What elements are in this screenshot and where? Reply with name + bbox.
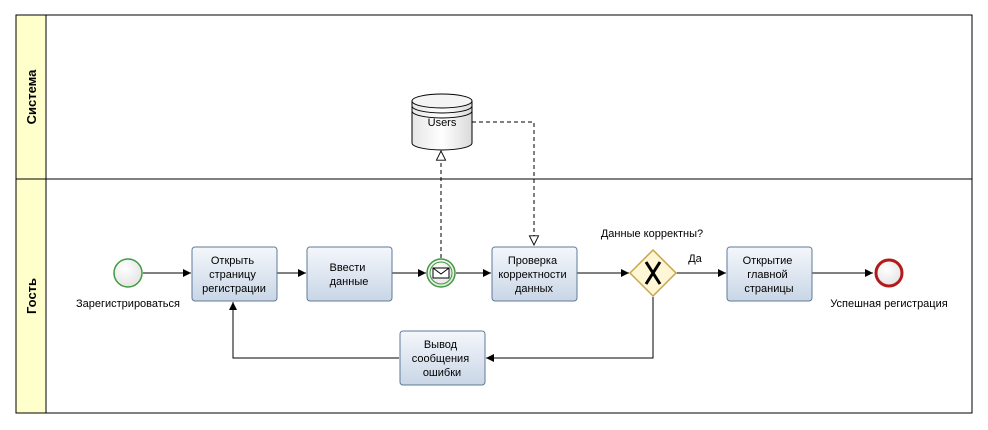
task-open-registration[interactable]: Открыть страницу регистрации bbox=[191, 246, 278, 302]
gateway-question: Данные корректны? bbox=[601, 228, 703, 240]
exclusive-gateway[interactable] bbox=[628, 248, 678, 298]
sequence-flows bbox=[143, 269, 873, 362]
task-open-main-page[interactable]: Открытие главной страницы bbox=[726, 246, 813, 302]
pool: Система Гость bbox=[15, 14, 973, 414]
lane-title-guest: Гость bbox=[24, 278, 39, 314]
task-error-message[interactable]: Вывод сообщения ошибки bbox=[399, 330, 486, 386]
task-check-data[interactable]: Проверка корректности данных bbox=[491, 246, 578, 302]
association-users-to-check bbox=[472, 121, 534, 245]
x-marker-icon bbox=[644, 261, 662, 285]
end-event-label: Успешная регистрация bbox=[830, 298, 947, 310]
lane-title-system: Система bbox=[24, 69, 39, 124]
data-associations bbox=[441, 121, 534, 258]
gateway-yes-label: Да bbox=[688, 253, 702, 265]
svg-text:Открыть страницу р: Открыть страницу регистрации bbox=[202, 255, 266, 295]
lane-header-guest bbox=[15, 178, 47, 414]
lane-header-system bbox=[15, 14, 47, 180]
message-event[interactable] bbox=[426, 258, 456, 288]
svg-text:Открытие главной с: Открытие главной страницы bbox=[743, 255, 796, 295]
end-event[interactable] bbox=[874, 258, 904, 288]
svg-text:Ввести данные: Ввести данные bbox=[330, 262, 369, 288]
start-event[interactable] bbox=[113, 258, 143, 288]
svg-text:Проверка корректности: Проверка корректности данных bbox=[498, 255, 569, 295]
task-enter-data[interactable]: Ввести данные bbox=[306, 246, 393, 302]
datastore-label: Users bbox=[428, 117, 457, 129]
start-event-label: Зарегистрироваться bbox=[76, 298, 180, 310]
envelope-icon bbox=[432, 267, 450, 279]
svg-text:Вывод сообщения ош: Вывод сообщения ошибки bbox=[412, 339, 472, 379]
flow-gateway-no bbox=[486, 297, 654, 362]
datastore-users[interactable]: Users bbox=[411, 93, 473, 151]
flow-error-to-open bbox=[229, 302, 399, 359]
